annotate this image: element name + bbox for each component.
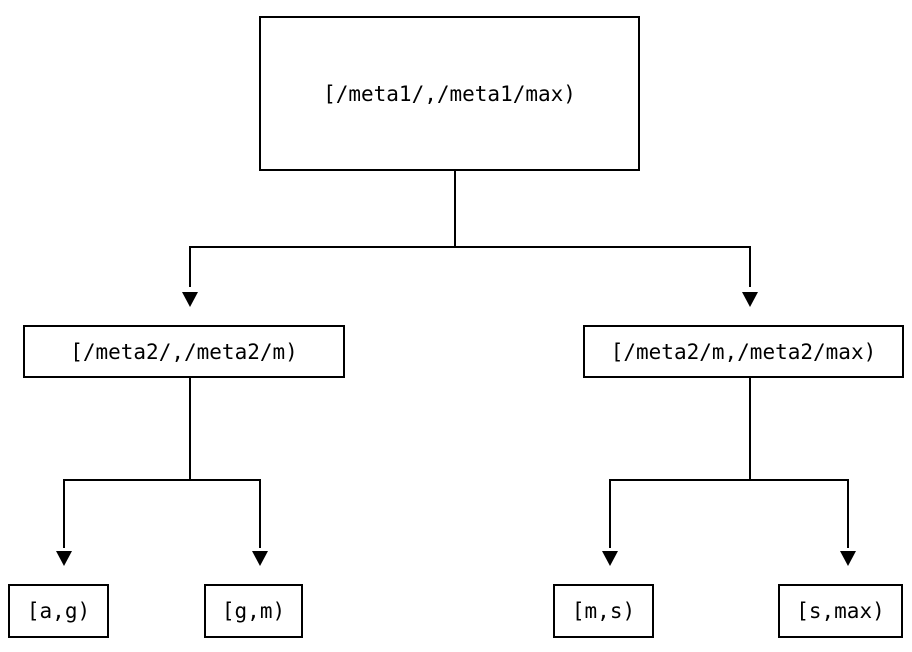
arrowhead-to-leaf-a-g — [56, 551, 72, 566]
node-leaf-g-m: [g,m) — [204, 584, 303, 638]
node-leaf-a-g-label: [a,g) — [26, 599, 91, 623]
arrowhead-to-level2-right — [742, 292, 758, 307]
node-leaf-g-m-label: [g,m) — [221, 599, 286, 623]
node-leaf-s-max: [s,max) — [778, 584, 903, 638]
node-leaf-m-s-label: [m,s) — [571, 599, 636, 623]
connector-right-stem — [749, 378, 751, 481]
node-leaf-s-max-label: [s,max) — [796, 599, 885, 623]
connector-left-drop-left — [63, 479, 65, 548]
node-level2-right: [/meta2/m,/meta2/max) — [583, 325, 904, 378]
node-root-label: [/meta1/,/meta1/max) — [323, 81, 576, 106]
node-leaf-m-s: [m,s) — [553, 584, 654, 638]
node-level2-left: [/meta2/,/meta2/m) — [23, 325, 345, 378]
connector-left-drop-right — [259, 479, 261, 548]
arrowhead-to-leaf-m-s — [602, 551, 618, 566]
arrowhead-to-leaf-s-max — [840, 551, 856, 566]
arrowhead-to-level2-left — [182, 292, 198, 307]
node-leaf-a-g: [a,g) — [8, 584, 109, 638]
arrowhead-to-leaf-g-m — [252, 551, 268, 566]
connector-right-drop-right — [847, 479, 849, 548]
connector-level1-drop-left — [189, 246, 191, 287]
connector-right-drop-left — [609, 479, 611, 548]
connector-level1-drop-right — [749, 246, 751, 287]
connector-right-bar — [609, 479, 849, 481]
node-root: [/meta1/,/meta1/max) — [259, 16, 640, 171]
connector-level1-bar — [189, 246, 751, 248]
node-level2-right-label: [/meta2/m,/meta2/max) — [610, 339, 877, 364]
connector-left-bar — [63, 479, 261, 481]
node-level2-left-label: [/meta2/,/meta2/m) — [70, 339, 298, 364]
connector-left-stem — [189, 378, 191, 481]
connector-root-stem — [454, 171, 456, 247]
